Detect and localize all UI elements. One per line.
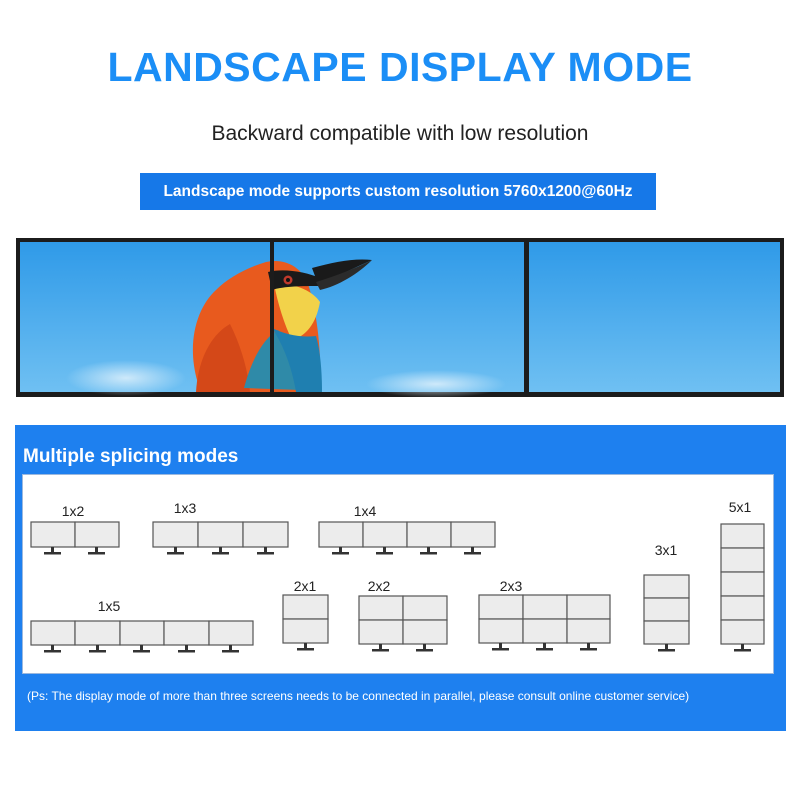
monitor [74,521,120,555]
mode-label: 1x2 [62,503,85,519]
bird-throat [274,283,320,340]
monitor [318,521,364,555]
monitor [478,594,524,651]
monitor [566,594,611,651]
mode-label: 1x5 [98,598,121,614]
splicing-title: Multiple splicing modes [23,446,239,467]
mode-label: 2x3 [500,578,523,594]
bird-illustration [192,259,372,392]
mode-1x4: 1x4 [318,503,496,555]
mode-label: 2x2 [368,578,391,594]
bokeh-spot [66,360,186,396]
monitor [152,521,199,555]
monitor [197,521,244,555]
mode-label: 3x1 [655,542,678,558]
bird-collar [272,328,322,392]
monitor [208,620,254,653]
splicing-modes-diagram: 1x2 1x3 1x4 3x1 5x1 1x5 [30,499,765,653]
bird-eyestripe [268,270,320,290]
mode-3x1: 3x1 [643,542,690,652]
page-title: LANDSCAPE DISPLAY MODE [107,44,693,90]
bird-beak-lower [316,260,372,290]
monitor [163,620,210,653]
monitor [450,521,496,555]
parallel-connection-note: (Ps: The display mode of more than three… [27,689,690,703]
monitor [30,521,76,555]
monitor [362,521,408,555]
page-subtitle: Backward compatible with low resolution [211,122,589,145]
mode-label: 5x1 [729,499,752,515]
monitor [119,620,165,653]
monitor [720,523,765,652]
monitor [522,594,568,651]
mode-label: 1x3 [174,500,197,516]
mode-label: 1x4 [354,503,377,519]
bird-eye-pupil [286,278,290,282]
mode-label: 2x1 [294,578,317,594]
monitor [242,521,289,555]
splicing-modes-box: 1x2 1x3 1x4 3x1 5x1 1x5 [22,474,774,674]
mode-2x2: 2x2 [358,578,448,652]
screen-3 [529,242,780,392]
monitor [406,521,452,555]
bird-wing [196,324,250,392]
resolution-banner: Landscape mode supports custom resolutio… [140,173,656,210]
monitor [74,620,121,653]
bokeh-spot [366,370,506,397]
mode-2x3: 2x3 [478,578,611,651]
mode-1x3: 1x3 [152,500,289,555]
monitor [282,594,329,651]
mode-5x1: 5x1 [720,499,765,652]
bird-beak [312,259,372,284]
mode-1x5: 1x5 [30,598,254,653]
mode-1x2: 1x2 [30,503,120,555]
monitor [30,620,76,653]
triple-screen-photo [16,238,784,397]
monitor [643,574,690,652]
monitor [402,595,448,652]
monitor [358,595,404,652]
mode-2x1: 2x1 [282,578,329,651]
bezel-divider [524,242,529,392]
bezel-divider [270,242,274,392]
